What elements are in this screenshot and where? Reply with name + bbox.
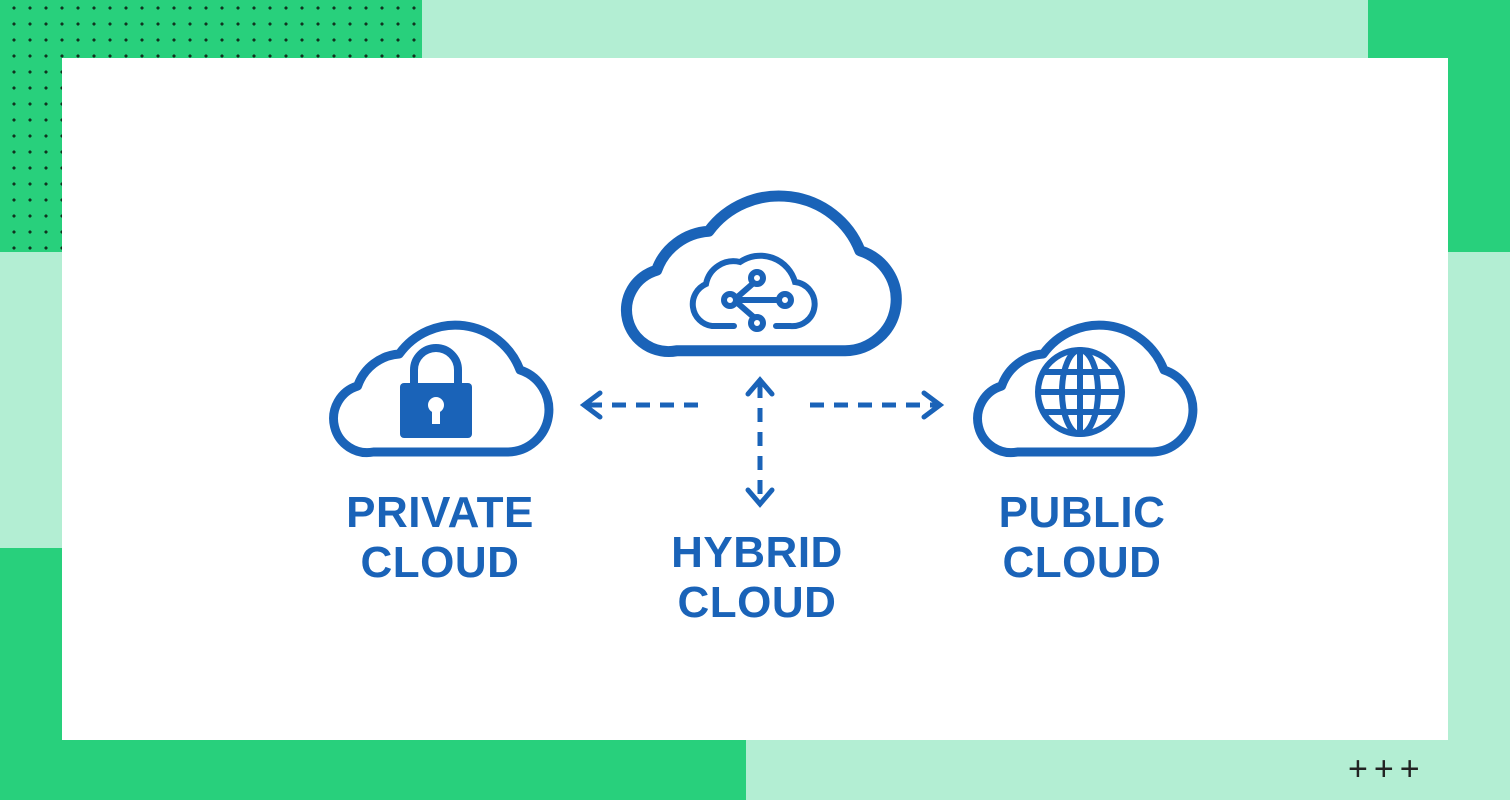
public-cloud-label: PUBLIC CLOUD: [932, 488, 1232, 588]
network-share-icon: [689, 252, 818, 332]
label-line: PUBLIC: [998, 488, 1166, 537]
label-line: PRIVATE: [346, 488, 534, 537]
arrow-to-public: [810, 390, 945, 420]
hybrid-cloud-label: HYBRID CLOUD: [607, 528, 907, 628]
arrow-vertical: [745, 376, 775, 508]
arrow-to-private: [579, 390, 702, 420]
globe-icon: [1035, 347, 1125, 437]
label-line: CLOUD: [677, 578, 837, 627]
lock-icon: [400, 344, 472, 438]
private-cloud-label: PRIVATE CLOUD: [290, 488, 590, 588]
label-line: HYBRID: [671, 528, 843, 577]
diagram-card: [62, 58, 1448, 740]
plus-decoration: +++: [1348, 750, 1426, 788]
label-line: CLOUD: [360, 538, 520, 587]
label-line: CLOUD: [1002, 538, 1162, 587]
